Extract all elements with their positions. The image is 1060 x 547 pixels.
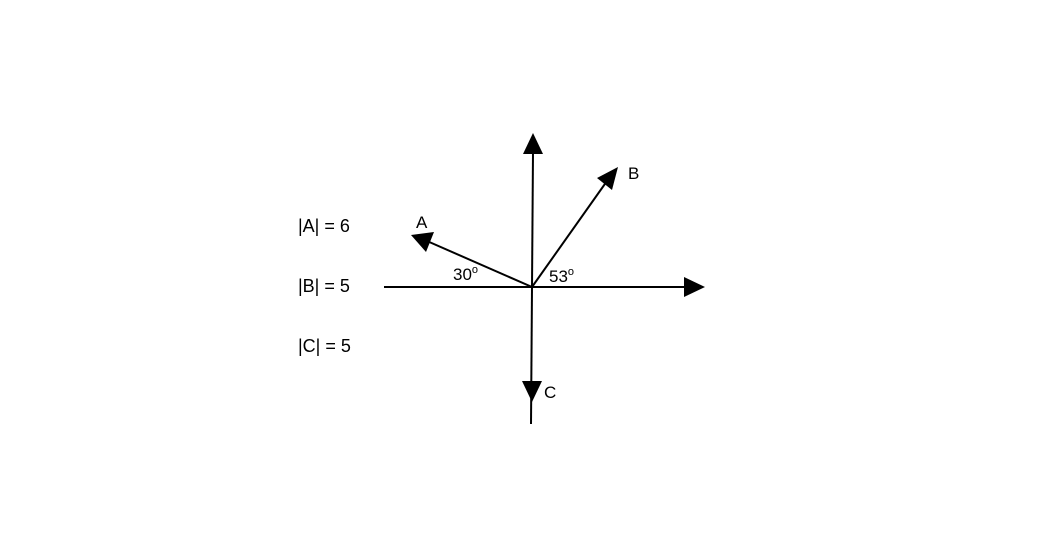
vector-a [426, 240, 533, 288]
vector-a-label: A [416, 213, 428, 232]
vector-b-label: B [628, 164, 639, 183]
magnitude-b-label: |B| = 5 [298, 276, 350, 296]
vector-b [531, 180, 608, 288]
angle-a-value: 30 [453, 265, 472, 284]
y-axis [531, 151, 534, 288]
vector-b-arrowhead [597, 167, 618, 190]
vector-c [530, 286, 533, 425]
y-axis-arrowhead [523, 133, 543, 154]
vector-c-label: C [544, 383, 556, 402]
x-axis-arrowhead [684, 277, 705, 297]
angle-b-degree-mark: o [568, 266, 574, 278]
vector-c-arrowhead [522, 381, 542, 402]
magnitude-a-label: |A| = 6 [298, 216, 350, 236]
angle-a-degree-mark: o [472, 264, 478, 276]
angle-b-value: 53 [549, 267, 568, 286]
magnitude-c-label: |C| = 5 [298, 336, 351, 356]
angle-b-label: 53o [549, 266, 574, 286]
vector-a-arrowhead [411, 232, 434, 252]
angle-a-label: 30o [453, 264, 478, 284]
